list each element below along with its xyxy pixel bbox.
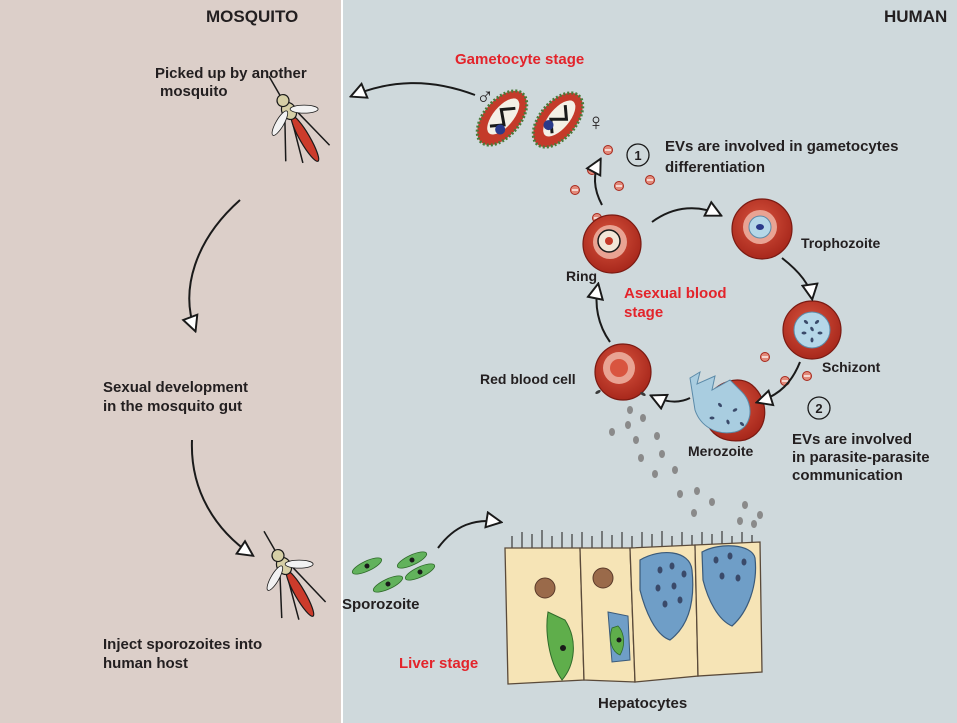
hepatocytes-tissue — [504, 530, 763, 685]
liver-stage-label: Liver stage — [399, 655, 478, 672]
note2-badge — [807, 396, 831, 420]
sporozoite-label: Sporozoite — [342, 596, 420, 613]
gametocyte-stage-label: Gametocyte stage — [455, 51, 584, 68]
mosquito-top-icon — [268, 75, 331, 164]
picked-up-label-line1: Picked up by another — [155, 65, 307, 82]
merozoite-label: Merozoite — [688, 443, 754, 459]
hepatocytes-label: Hepatocytes — [598, 695, 687, 712]
schizont-cell — [782, 300, 842, 360]
ring-cell — [582, 214, 642, 274]
asexual-blood-stage-label-line2: stage — [624, 304, 663, 321]
trophozoite-cell — [731, 198, 793, 260]
ev-vesicle-marks — [572, 149, 810, 382]
note1-line1: EVs are involved in gametocytes — [665, 138, 898, 155]
mosquito-title: MOSQUITO — [206, 7, 298, 26]
arrow-rbc-to-ring — [597, 285, 611, 343]
sexual-development-label-line2: in the mosquito gut — [103, 398, 242, 415]
human-title: HUMAN — [884, 7, 947, 26]
trophozoite-label: Trophozoite — [801, 235, 881, 251]
arrow-sporozoites-to-liver — [437, 521, 500, 549]
male-gametocyte-cell — [475, 89, 529, 147]
mosquito-bottom-icon — [263, 530, 327, 620]
red-blood-cell-label: Red blood cell — [480, 371, 576, 387]
note2-number: 2 — [815, 401, 822, 416]
merozoite-cell — [689, 370, 766, 442]
asexual-blood-stage-label-line1: Asexual blood — [624, 285, 727, 302]
note2-line3: communication — [792, 467, 903, 484]
female-gametocyte-cell — [531, 91, 585, 149]
female-symbol: ♀ — [587, 109, 605, 136]
note2-line2: in parasite-parasite — [792, 449, 930, 466]
arrow-trophozoite-to-schizont — [781, 257, 812, 298]
arrow-merozoite-to-rbc — [652, 396, 691, 402]
red-blood-cell — [594, 343, 652, 401]
arrow-to-mosquito-pickup — [352, 83, 476, 96]
arrow-to-inject — [190, 439, 252, 555]
inject-label-line2: human host — [103, 655, 188, 672]
arrow-to-sexual-development — [189, 199, 241, 330]
released-merozoites — [609, 406, 763, 528]
sexual-development-label-line1: Sexual development — [103, 379, 248, 396]
inject-label-line1: Inject sporozoites into — [103, 636, 262, 653]
ring-label: Ring — [566, 268, 597, 284]
sporozoites — [351, 551, 436, 593]
arrow-ring-to-trophozoite — [651, 208, 720, 223]
note1-badge — [626, 143, 650, 167]
arrow-schizont-to-merozoite — [758, 361, 801, 402]
note1-number: 1 — [634, 148, 641, 163]
note1-line2: differentiation — [665, 159, 765, 176]
picked-up-label-line2: mosquito — [160, 83, 228, 100]
male-symbol: ♂ — [476, 83, 494, 110]
arrow-ring-to-gametocytes — [595, 160, 603, 206]
schizont-label: Schizont — [822, 359, 881, 375]
note2-line1: EVs are involved — [792, 431, 912, 448]
